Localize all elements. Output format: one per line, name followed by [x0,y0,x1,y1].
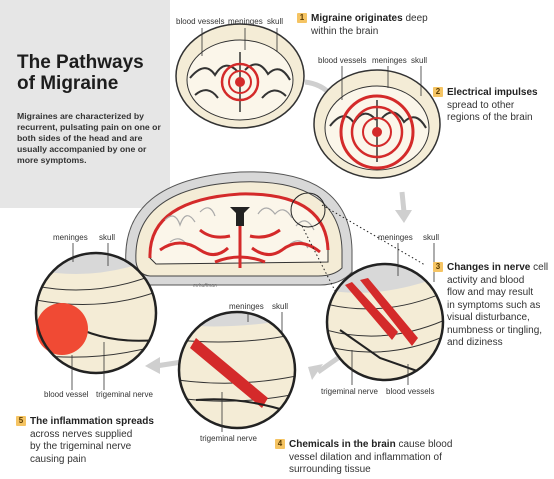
brain-large [125,171,353,286]
label-trigeminal-nerve-5: trigeminal nerve [96,390,153,399]
step-1-heading: Migraine originates [311,13,403,24]
step-2-line: spread to other [447,99,515,111]
step-3-rest: cell [530,262,549,273]
label-skull-2: skull [411,56,428,65]
label-meninges-1: meninges [228,17,263,26]
step-3-line: in symptoms such as [447,299,541,311]
arrow-4-head [145,357,160,374]
step-5-line: by the trigeminal nerve [30,441,132,452]
leader-lines [71,28,435,432]
step-4: 4 Chemicals in the brain cause blood vess… [275,439,452,477]
step-1-badge: 1 [297,13,307,23]
arrow-3-to-4 [316,355,340,375]
step-3-line: visual disturbance, [447,312,530,323]
step-2-line: regions of the brain [447,112,533,123]
step-1-line: within the brain [311,25,379,37]
label-blood-vessels-2: blood vessels [318,56,367,65]
label-blood-vessel: blood vessel [44,390,89,399]
label-meninges-2: meninges [372,56,407,65]
brain-section-1 [175,23,305,129]
step-3-line: and diziness [447,337,503,348]
step-5-heading: The inflammation spreads [30,416,154,427]
step-5-line: across nerves supplied [30,428,133,440]
step-2-heading: Electrical impulses [447,87,538,98]
step-3-heading: Changes in nerve [447,262,531,273]
artist-signature: mrhuffman [193,283,217,289]
inflamed-blood-vessel [36,303,88,355]
step-4-badge: 4 [275,439,285,449]
step-3-line: flow and may result [447,287,534,298]
step-4-line: vessel dilation and inflammation of [289,451,442,463]
arrow-2-to-3 [399,191,407,213]
zoom-circle-5 [34,251,158,375]
label-trigeminal-nerve-4: trigeminal nerve [200,434,257,443]
arrow-4-to-5 [155,359,183,369]
label-skull-5: skull [99,233,116,242]
label-meninges-4: meninges [229,302,264,311]
step-3-badge: 3 [433,262,443,272]
zoom-circle-4 [177,310,297,430]
title-line-2: of Migraine [17,73,119,94]
step-4-rest: cause blood [395,439,453,450]
label-skull-4: skull [272,302,289,311]
step-3-line: activity and blood [447,274,525,286]
brain-section-2 [313,69,441,179]
step-5: 5 The inflammation spreads across nerves … [16,416,154,466]
step-2-badge: 2 [433,87,443,97]
step-1: 1 Migraine originates deep within the bra… [297,13,428,38]
step-5-line: causing pain [30,453,87,465]
step-4-heading: Chemicals in the brain [289,439,396,450]
label-blood-vessels-3: blood vessels [386,387,435,396]
arrow-2-head [395,210,412,223]
label-meninges-3: meninges [378,233,413,242]
label-meninges-5: meninges [53,233,88,242]
step-5-badge: 5 [16,416,26,426]
diagram-title: The Pathways of Migraine [17,52,144,94]
step-2: 2 Electrical impulses spread to other reg… [433,87,538,125]
zoom-circle-3 [325,262,445,382]
arrow-3-head [308,364,323,380]
step-4-line: surrounding tissue [289,464,371,475]
label-skull-3: skull [423,233,440,242]
title-line-1: The Pathways [17,52,144,73]
step-3: 3 Changes in nerve cell activity and bloo… [433,262,548,350]
step-1-rest: deep [402,13,428,24]
title-panel: The Pathways of Migraine Migraines are c… [0,0,170,208]
label-blood-vessels-1: blood vessels [176,17,225,26]
intro-text: Migraines are characterized by recurrent… [17,111,161,165]
step-3-line: numbness or tingling, [447,324,543,336]
label-trigeminal-nerve-3: trigeminal nerve [321,387,378,396]
label-skull-1: skull [267,17,284,26]
